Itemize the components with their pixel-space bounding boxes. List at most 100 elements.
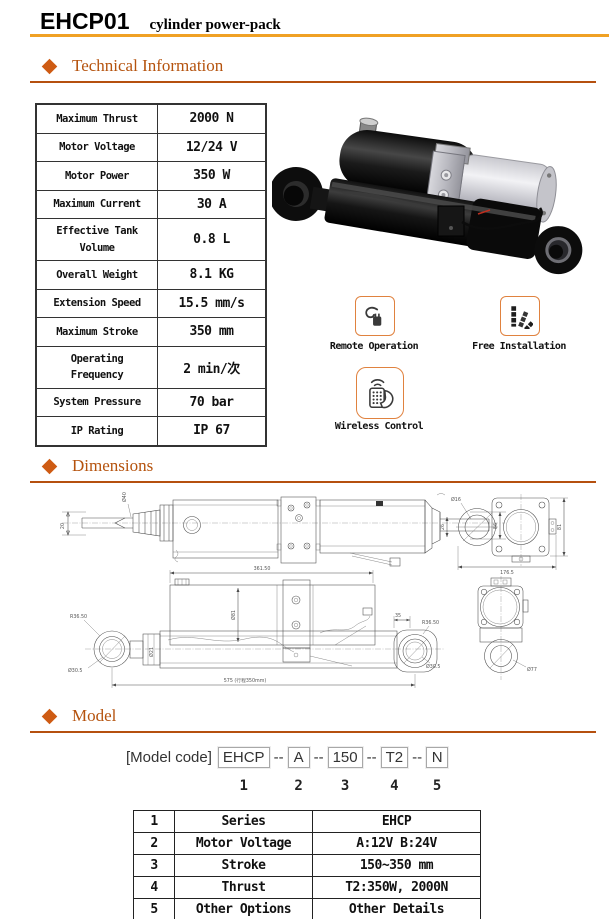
model-row-no: 3: [134, 855, 175, 876]
dim-label: Ø30.5: [68, 667, 82, 674]
spec-label: Operating Frequency: [37, 346, 158, 388]
spec-value: 2 min/次: [183, 361, 240, 377]
model-code-box: EHCP: [217, 747, 270, 768]
model-row-name: Stroke: [175, 855, 313, 876]
dim-label: Ø30.5: [426, 663, 440, 670]
table-row: IP Rating IP 67: [37, 416, 265, 445]
drawing-side-view-retracted: 20 Ø40: [60, 492, 506, 567]
model-row-no: 4: [134, 877, 175, 898]
table-row: Motor Power 350 W: [37, 161, 265, 190]
model-row-no: 1: [134, 811, 175, 832]
model-code-segment: EHCP 1: [217, 747, 270, 794]
section-dimensions: Dimensions: [30, 456, 596, 483]
spec-label: Motor Power: [37, 162, 158, 190]
feature-label: Remote Operation: [329, 341, 419, 352]
dim-label: R36.50: [422, 620, 439, 626]
spec-value: 350 W: [193, 168, 230, 184]
diamond-icon: [41, 708, 58, 724]
dim-label: 26: [440, 524, 446, 530]
diamond-icon: [41, 458, 58, 474]
dim-label: 176.5: [500, 570, 514, 576]
drawing-end-view-bottom: Ø77: [477, 576, 537, 680]
model-code-number: 4: [390, 778, 399, 794]
feature-free-installation: [500, 296, 540, 336]
dim-label: 35: [395, 613, 401, 619]
model-code-segment: A 2: [287, 747, 310, 794]
spec-label: Motor Voltage: [37, 133, 158, 161]
spec-label: IP Rating: [37, 417, 158, 445]
model-code-segment: T2 4: [380, 747, 409, 794]
model-code-box: 150: [327, 747, 363, 768]
diamond-icon: [41, 58, 58, 74]
dim-label: 81: [557, 524, 563, 530]
model-code-separator: --: [366, 749, 377, 766]
dim-label: 575 (行程350mm): [224, 677, 267, 684]
spec-value: 15.5 mm/s: [178, 295, 245, 311]
model-row-value: 150~350 mm: [359, 858, 434, 873]
section-model: Model: [30, 706, 596, 733]
model-code-number: 5: [432, 778, 442, 794]
dim-label: Ø77: [527, 666, 537, 673]
spec-value: IP 67: [193, 423, 230, 439]
model-code-box: A: [287, 747, 310, 768]
section-title: Model: [72, 706, 117, 725]
table-row: Extension Speed 15.5 mm/s: [37, 288, 265, 317]
feature-label: Free Installation: [472, 341, 566, 352]
dim-label: 20: [60, 523, 66, 529]
spec-label: System Pressure: [37, 388, 158, 416]
dim-label: R36.50: [70, 614, 87, 620]
spec-value: 70 bar: [189, 394, 234, 410]
feature-remote-operation: [355, 296, 395, 336]
red-wire: [477, 209, 491, 215]
section-title: Dimensions: [72, 456, 154, 475]
swatches-icon: [511, 306, 533, 329]
spec-label: Maximum Current: [37, 190, 158, 218]
spec-value: 8.1 KG: [189, 267, 234, 283]
dim-label: Ø16: [451, 496, 461, 503]
section-technical-information: Technical Information: [30, 56, 596, 83]
model-row-no: 5: [134, 899, 175, 919]
model-code-number: 2: [294, 778, 303, 794]
spec-label: Maximum Stroke: [37, 318, 158, 346]
model-code-separator: --: [412, 749, 423, 766]
model-row-name: Series: [175, 811, 313, 832]
hydraulic-cylinder: [272, 167, 583, 275]
cable: [461, 207, 543, 230]
dimension-drawing: 20 Ø40: [60, 492, 568, 688]
spec-label: Overall Weight: [37, 261, 158, 289]
page-header: EHCP01 cylinder power-pack: [40, 8, 281, 35]
section-title: Technical Information: [72, 56, 224, 75]
model-row-value: T2:350W, 2000N: [345, 880, 448, 895]
model-code-box: N: [426, 747, 449, 768]
dim-label: Ø40: [121, 492, 128, 502]
feature-label: Wireless Control: [334, 421, 424, 432]
plug-icon: [365, 306, 382, 326]
spec-label: Extension Speed: [37, 289, 158, 317]
model-row-value: EHCP: [381, 814, 412, 829]
spec-label: Effective Tank Volume: [37, 219, 158, 260]
wireless-remote-icon: [369, 379, 394, 409]
dim-label: Ø81: [230, 610, 237, 620]
model-row-value: Other Details: [348, 902, 445, 917]
dim-label: Ø21: [148, 647, 155, 657]
model-row-name: Other Options: [175, 899, 313, 919]
model-row-name: Motor Voltage: [175, 833, 313, 854]
header-rule: [30, 34, 609, 37]
model-row-name: Thrust: [175, 877, 313, 898]
dim-label: 361.50: [254, 566, 271, 572]
model-row-value: A:12V B:24V: [356, 836, 437, 851]
model-code-number: 3: [340, 778, 350, 794]
model-code-prefix: [Model code]: [126, 749, 212, 766]
breather-cap: [359, 117, 379, 127]
product-photo: [272, 117, 583, 275]
model-code-separator: --: [273, 749, 284, 766]
